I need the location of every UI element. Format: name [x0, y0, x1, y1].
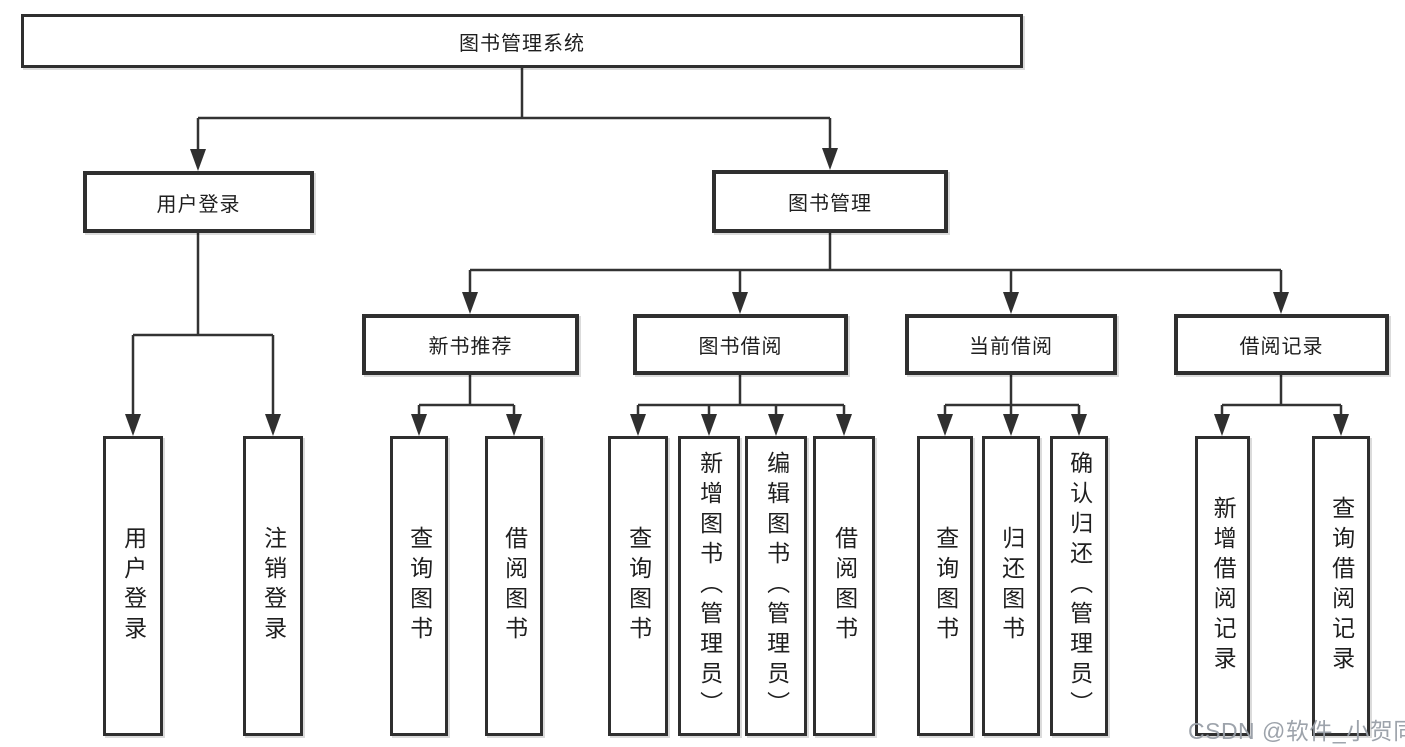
connector-current-to-leaves	[943, 375, 1081, 416]
connector-borrowmodule-to-leaves	[636, 375, 846, 416]
node-user-login-label: 用户登录	[156, 193, 241, 216]
leaf-add-books-admin-label: 新增图书（管理员）	[696, 451, 723, 721]
node-user-login: 用户登录	[83, 171, 314, 233]
connector-records-to-leaves	[1220, 375, 1343, 416]
connector-line	[468, 233, 1283, 293]
connector-line	[131, 233, 275, 416]
leaf-query-borrow-record-label: 查询借阅记录	[1328, 496, 1355, 676]
leaf-query-books-current-label: 查询图书	[932, 526, 959, 646]
node-current-borrowing: 当前借阅	[905, 314, 1117, 375]
leaf-borrow-books-label: 借阅图书	[831, 526, 858, 646]
arrowhead-down-icon	[190, 149, 206, 171]
arrowhead-down-icon	[1273, 292, 1289, 314]
node-current-borrowing-label: 当前借阅	[969, 336, 1053, 358]
leaf-edit-books-admin: 编辑图书（管理员）	[745, 436, 807, 736]
connector-recommend-to-leaves	[417, 375, 516, 416]
connector-line	[417, 375, 516, 416]
leaf-borrow-books-recommend: 借阅图书	[485, 436, 543, 736]
leaf-query-books-recommend-label: 查询图书	[406, 526, 433, 646]
arrowhead-down-icon	[1071, 414, 1087, 436]
leaf-user-login: 用户登录	[103, 436, 163, 736]
leaf-logout-label: 注销登录	[260, 526, 287, 646]
arrowhead-down-icon	[701, 414, 717, 436]
leaf-borrow-books: 借阅图书	[813, 436, 875, 736]
arrowhead-down-icon	[411, 414, 427, 436]
node-system-root-label: 图书管理系统	[459, 32, 585, 55]
leaf-confirm-return-admin-label: 确认归还（管理员）	[1066, 451, 1093, 721]
leaf-add-borrow-record: 新增借阅记录	[1195, 436, 1250, 736]
connector-userlogin-to-leaves	[131, 233, 275, 416]
node-book-management: 图书管理	[712, 170, 948, 233]
leaf-query-borrow-record: 查询借阅记录	[1312, 436, 1370, 736]
leaf-confirm-return-admin: 确认归还（管理员）	[1050, 436, 1108, 736]
arrowhead-down-icon	[125, 414, 141, 436]
leaf-logout: 注销登录	[243, 436, 303, 736]
leaf-query-books-recommend: 查询图书	[390, 436, 448, 736]
arrowhead-down-icon	[1214, 414, 1230, 436]
node-system-root: 图书管理系统	[21, 14, 1023, 68]
leaf-query-books-current: 查询图书	[917, 436, 973, 736]
leaf-add-books-admin: 新增图书（管理员）	[678, 436, 740, 736]
arrowhead-down-icon	[1003, 414, 1019, 436]
leaf-return-books-label: 归还图书	[998, 526, 1025, 646]
node-borrowing-records-label: 借阅记录	[1239, 336, 1324, 358]
arrowhead-down-icon	[1003, 292, 1019, 314]
leaf-query-books-borrow: 查询图书	[608, 436, 668, 736]
arrowhead-down-icon	[462, 292, 478, 314]
leaf-return-books: 归还图书	[982, 436, 1040, 736]
connector-root-to-branches	[196, 68, 832, 150]
connector-line	[636, 375, 846, 416]
node-new-book-recommend-label: 新书推荐	[428, 336, 513, 358]
node-book-borrowing: 图书借阅	[633, 314, 848, 375]
csdn-watermark: CSDN @软件_小贺同学	[1188, 718, 1405, 744]
leaf-query-books-borrow-label: 查询图书	[625, 526, 652, 646]
arrowhead-down-icon	[265, 414, 281, 436]
arrowhead-down-icon	[506, 414, 522, 436]
node-book-borrowing-label: 图书借阅	[698, 336, 783, 358]
arrowhead-down-icon	[768, 414, 784, 436]
connector-bookmgmt-to-modules	[468, 233, 1283, 293]
arrowhead-down-icon	[822, 148, 838, 170]
connector-line	[943, 375, 1081, 416]
arrowhead-down-icon	[732, 292, 748, 314]
leaf-user-login-label: 用户登录	[120, 526, 147, 646]
arrowhead-down-icon	[937, 414, 953, 436]
connector-line	[1220, 375, 1343, 416]
node-book-management-label: 图书管理	[788, 193, 872, 215]
connector-line	[196, 68, 832, 150]
leaf-edit-books-admin-label: 编辑图书（管理员）	[763, 451, 790, 721]
leaf-add-borrow-record-label: 新增借阅记录	[1210, 496, 1237, 676]
arrowhead-down-icon	[630, 414, 646, 436]
node-borrowing-records: 借阅记录	[1174, 314, 1389, 375]
arrowhead-down-icon	[1333, 414, 1349, 436]
arrowhead-down-icon	[836, 414, 852, 436]
node-new-book-recommend: 新书推荐	[362, 314, 579, 375]
leaf-borrow-books-recommend-label: 借阅图书	[501, 526, 528, 646]
